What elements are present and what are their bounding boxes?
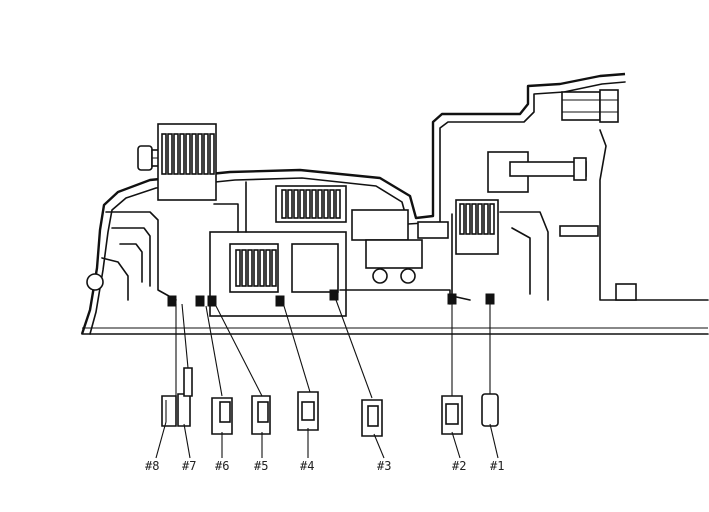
clutch-plate (471, 203, 477, 235)
clutch-plate (459, 203, 465, 235)
leader-lines (175, 299, 491, 410)
seal-detail-8 (161, 395, 177, 427)
seal-detail-2 (441, 395, 463, 435)
clutch-plate (287, 189, 293, 219)
callout-2: #2 (452, 459, 466, 473)
clutch-plate (167, 133, 173, 175)
callout-6: #6 (215, 459, 229, 473)
clutch-plate (265, 249, 271, 287)
clutch-plate (293, 189, 299, 219)
seal-detail-1 (481, 393, 499, 427)
housing-outline (80, 72, 709, 335)
clutch-plate (483, 203, 489, 235)
callout-3: #3 (377, 459, 391, 473)
clutch-plate (247, 249, 253, 287)
clutch-plate (271, 249, 277, 287)
clutch-plate (299, 189, 305, 219)
seal-detail-6 (211, 397, 233, 435)
seal-detail-4 (297, 391, 319, 431)
middle-bearing-area (339, 209, 451, 305)
left-clutch-pack (86, 123, 217, 301)
callout-8: #8 (145, 459, 159, 473)
callout-labels: #8 #7 #6 #5 #4 #3 #2 #1 (145, 459, 504, 473)
label-pointers (155, 421, 499, 459)
clutch-plate (305, 189, 311, 219)
callout-5: #5 (254, 459, 268, 473)
clutch-plate (259, 249, 265, 287)
clutch-plate (203, 133, 209, 175)
clutch-plate (281, 189, 287, 219)
clutch-plate (335, 189, 341, 219)
clutch-plate (161, 133, 167, 175)
clutch-plate (179, 133, 185, 175)
seal-details (161, 367, 499, 437)
clutch-plate (477, 203, 483, 235)
clutch-plate (465, 203, 471, 235)
clutch-plate (311, 189, 317, 219)
callout-1: #1 (490, 459, 504, 473)
clutch-plate (191, 133, 197, 175)
clutch-plate (317, 189, 323, 219)
seal-detail-3 (361, 399, 383, 437)
clutch-plate (173, 133, 179, 175)
clutch-plate (235, 249, 241, 287)
right-clutch-pack (451, 199, 637, 301)
clutch-plate (185, 133, 191, 175)
seal-detail-7 (177, 367, 193, 427)
clutch-plate (489, 203, 495, 235)
clutch-plate (209, 133, 215, 175)
callout-7: #7 (182, 459, 196, 473)
clutch-plate (241, 249, 247, 287)
top-right-bolt (561, 89, 619, 123)
right-bolt (487, 151, 587, 193)
clutch-plate (253, 249, 259, 287)
clutch-plate (197, 133, 203, 175)
clutch-plate (323, 189, 329, 219)
callout-4: #4 (300, 459, 314, 473)
seal-detail-5 (251, 395, 271, 435)
clutch-plate (329, 189, 335, 219)
